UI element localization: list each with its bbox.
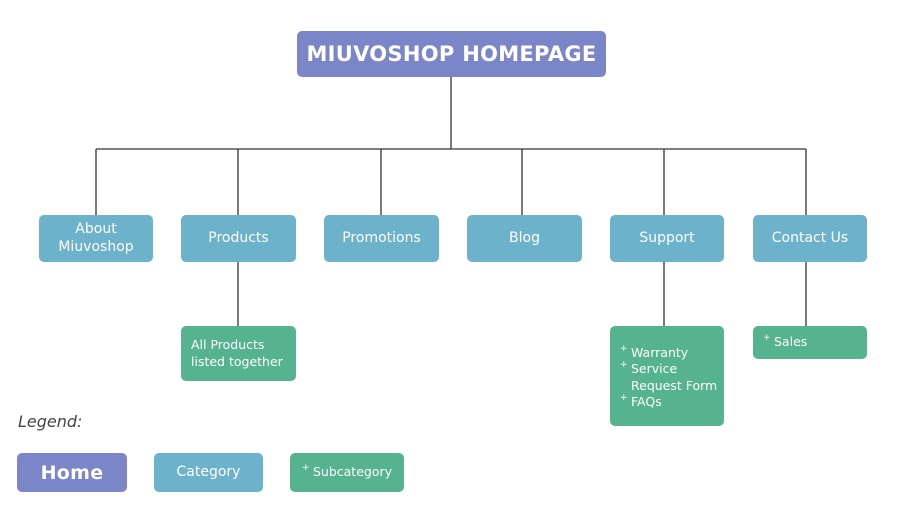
legend-subcategory-label: Subcategory (302, 463, 392, 480)
legend-title: Legend: (18, 412, 83, 431)
legend-home-swatch: Home (17, 453, 127, 492)
node-contact-subcategory: Sales (753, 326, 867, 359)
node-blog: Blog (467, 215, 582, 262)
list-item: Warranty (620, 344, 719, 361)
node-about-label: About Miuvoshop (58, 221, 134, 255)
node-products-subcategory: All Products listed together (181, 326, 296, 381)
node-products: Products (181, 215, 296, 262)
legend-category-label: Category (176, 463, 241, 480)
node-about-miuvoshop: About Miuvoshop (39, 215, 153, 262)
list-item: FAQs (620, 393, 719, 410)
node-support-label: Support (639, 229, 695, 246)
legend-home-label: Home (40, 461, 104, 484)
list-item: Service Request Form (620, 360, 719, 394)
node-promotions-label: Promotions (342, 229, 421, 246)
node-promotions: Promotions (324, 215, 439, 262)
legend-subcategory-list: Subcategory (302, 463, 392, 480)
node-support: Support (610, 215, 724, 262)
node-homepage: MIUVOSHOP HOMEPAGE (297, 31, 606, 77)
node-products-sub-text: All Products listed together (191, 337, 283, 369)
legend-category-swatch: Category (154, 453, 263, 492)
node-contact-label: Contact Us (771, 229, 849, 246)
node-homepage-label: MIUVOSHOP HOMEPAGE (306, 42, 597, 66)
contact-sub-list: Sales (763, 333, 807, 350)
list-item: Sales (763, 333, 807, 350)
node-contact-us: Contact Us (753, 215, 867, 262)
node-blog-label: Blog (509, 229, 540, 246)
node-support-subcategory: Warranty Service Request Form FAQs (610, 326, 724, 426)
support-sub-list: Warranty Service Request Form FAQs (620, 344, 719, 410)
legend-subcategory-swatch: Subcategory (290, 453, 404, 492)
node-products-label: Products (208, 229, 269, 246)
